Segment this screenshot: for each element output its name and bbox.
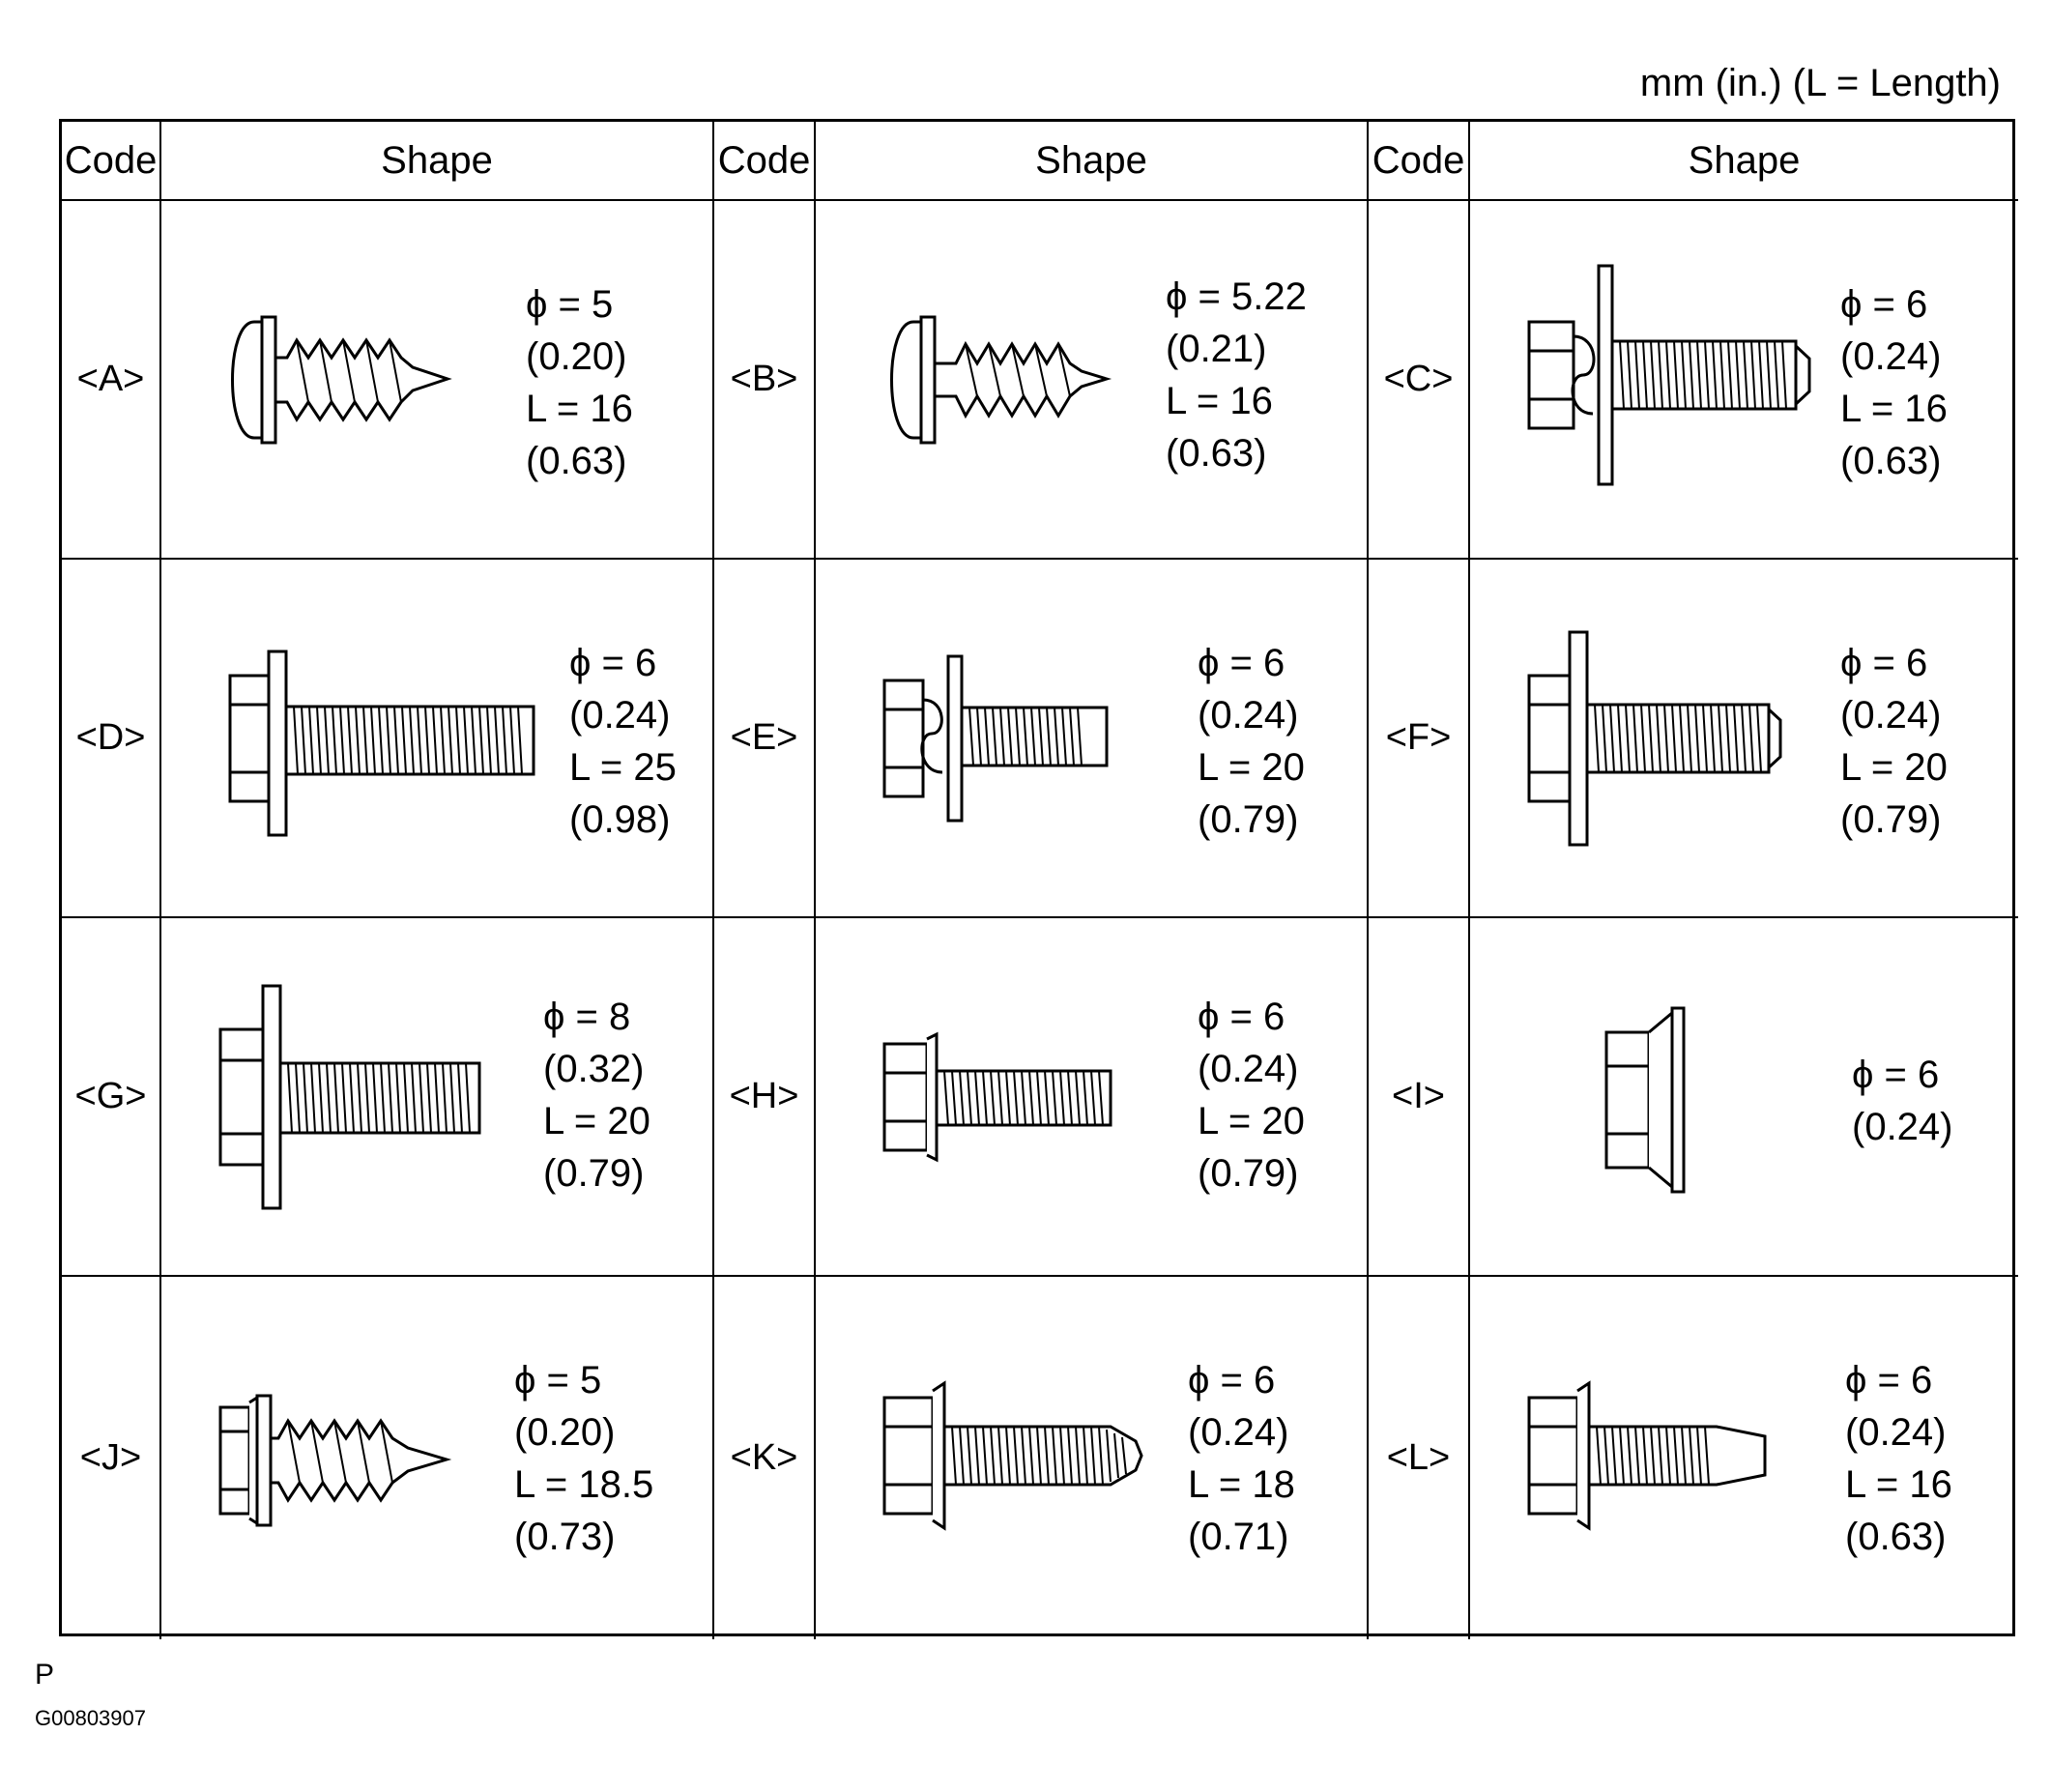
flange-bolt-icon <box>882 1031 1112 1163</box>
spec-text-j: ϕ = 5 (0.20) L = 18.5 (0.73) <box>514 1359 654 1558</box>
code-c: <C> <box>1369 201 1470 560</box>
spec-text-c: ϕ = 6 (0.24) L = 16 (0.63) <box>1840 283 1948 482</box>
code-l: <L> <box>1369 1277 1470 1639</box>
shape-cell-c: ϕ = 6 (0.24) L = 16 (0.63) <box>1470 201 2018 560</box>
shape-cell-f: ϕ = 6 (0.24) L = 20 (0.79) <box>1470 560 2018 918</box>
spec-text-g: ϕ = 8 (0.32) L = 20 (0.79) <box>543 996 650 1195</box>
spec-text-f: ϕ = 6 (0.24) L = 20 (0.79) <box>1840 642 1948 841</box>
shape-cell-j: ϕ = 5 (0.20) L = 18.5 (0.73) <box>161 1277 714 1639</box>
footer-letter: P <box>35 1659 55 1691</box>
header-code-3: Code <box>1369 122 1470 201</box>
spec-text-e: ϕ = 6 (0.24) L = 20 (0.79) <box>1198 642 1305 841</box>
pan-head-tapping-screw-icon <box>231 315 452 445</box>
header-shape-3: Shape <box>1470 122 2018 201</box>
hex-bolt-with-washer-icon <box>1527 630 1782 847</box>
hex-flange-tapping-screw-icon <box>218 1394 452 1527</box>
shape-cell-l: ϕ = 6 (0.24) L = 16 (0.63) <box>1470 1277 2018 1639</box>
hex-bolt-with-washer-icon <box>1527 264 1811 486</box>
shape-cell-a: ϕ = 5 (0.20) L = 16 (0.63) <box>161 201 714 560</box>
flange-nut-icon <box>1604 1006 1686 1194</box>
shape-cell-g: ϕ = 8 (0.32) L = 20 (0.79) <box>161 918 714 1277</box>
shape-cell-i: ϕ = 6 (0.24) <box>1470 918 2018 1277</box>
header-code-2: Code <box>714 122 816 201</box>
hex-bolt-with-washer-icon <box>218 984 481 1210</box>
header-shape-2: Shape <box>816 122 1369 201</box>
figure-id: G00803907 <box>35 1706 146 1730</box>
spec-text-i: ϕ = 6 (0.24) <box>1852 1054 1953 1148</box>
flange-bolt-icon <box>882 1380 1143 1531</box>
shape-cell-b: ϕ = 5.22 (0.21) L = 16 (0.63) <box>816 201 1369 560</box>
code-a: <A> <box>62 201 161 560</box>
code-k: <K> <box>714 1277 816 1639</box>
spec-text-d: ϕ = 6 (0.24) L = 25 (0.98) <box>569 642 677 841</box>
shape-cell-d: ϕ = 6 (0.24) L = 25 (0.98) <box>161 560 714 918</box>
pan-head-tapping-screw-icon <box>890 315 1112 445</box>
header-code-1: Code <box>62 122 161 201</box>
code-b: <B> <box>714 201 816 560</box>
code-h: <H> <box>714 918 816 1277</box>
code-e: <E> <box>714 560 816 918</box>
spec-text-k: ϕ = 6 (0.24) L = 18 (0.71) <box>1188 1359 1295 1558</box>
spec-text-b: ϕ = 5.22 (0.21) L = 16 (0.63) <box>1166 275 1307 475</box>
code-j: <J> <box>62 1277 161 1639</box>
hex-bolt-with-washer-icon <box>882 654 1109 823</box>
spec-text-a: ϕ = 5 (0.20) L = 16 (0.63) <box>526 283 633 482</box>
code-i: <I> <box>1369 918 1470 1277</box>
code-d: <D> <box>62 560 161 918</box>
hex-bolt-with-washer-icon <box>228 650 535 837</box>
header-shape-1: Shape <box>161 122 714 201</box>
code-g: <G> <box>62 918 161 1277</box>
shape-cell-h: ϕ = 6 (0.24) L = 20 (0.79) <box>816 918 1369 1277</box>
spec-text-l: ϕ = 6 (0.24) L = 16 (0.63) <box>1845 1359 1952 1558</box>
fastener-table: Code Shape Code Shape Code Shape <A> ϕ =… <box>59 119 2018 1639</box>
flange-bolt-icon <box>1527 1380 1767 1531</box>
spec-text-h: ϕ = 6 (0.24) L = 20 (0.79) <box>1198 996 1305 1195</box>
shape-cell-k: ϕ = 6 (0.24) L = 18 (0.71) <box>816 1277 1369 1639</box>
units-note: mm (in.) (L = Length) <box>1639 62 2001 104</box>
shape-cell-e: ϕ = 6 (0.24) L = 20 (0.79) <box>816 560 1369 918</box>
code-f: <F> <box>1369 560 1470 918</box>
